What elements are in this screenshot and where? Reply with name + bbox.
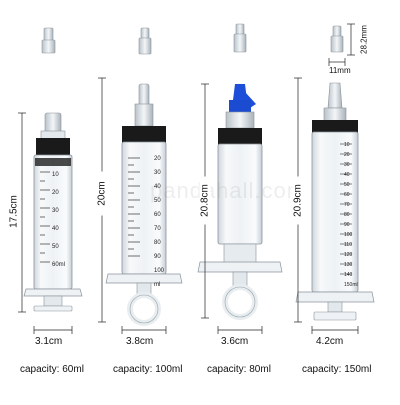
width-label-100ml: 3.8cm xyxy=(126,336,154,347)
width-label-60ml: 3.1cm xyxy=(35,336,63,347)
scale-mark: 60 xyxy=(154,212,161,218)
scale-mark: 20 xyxy=(344,152,350,158)
syringe-60ml xyxy=(23,112,83,312)
capacity-label-80ml: capacity: 80ml xyxy=(207,364,271,375)
scale-mark: 40 xyxy=(52,226,59,232)
scale-mark: 90 xyxy=(344,222,350,228)
scale-mark: 30 xyxy=(344,162,350,168)
watermark: pandahall.com xyxy=(150,178,307,203)
nozzle-cap-3 xyxy=(233,23,247,53)
scale-mark: 80 xyxy=(344,212,350,218)
scale-60ml: 10 20 30 40 50 60ml xyxy=(52,166,65,274)
scale-mark: 150ml xyxy=(344,282,358,288)
syringe-150ml xyxy=(295,82,375,321)
height-label-150ml: 20.9cm xyxy=(292,176,304,225)
scale-mark: 80 xyxy=(154,240,161,246)
scale-mark: 60 xyxy=(344,192,350,198)
scale-150ml: 10 20 30 40 50 60 70 80 90 100 110 120 1… xyxy=(344,140,358,290)
scale-mark: 110 xyxy=(344,242,352,248)
scale-mark: 130 xyxy=(344,262,353,268)
scale-mark: 20 xyxy=(52,190,59,196)
scale-mark: 70 xyxy=(344,202,350,208)
scale-mark: 20 xyxy=(154,156,161,162)
width-label-150ml: 4.2cm xyxy=(316,336,344,347)
height-label-80ml: 20.8cm xyxy=(199,176,211,225)
syringe-100ml xyxy=(105,83,183,326)
nozzle-cap-4 xyxy=(330,25,344,53)
width-label-80ml: 3.6cm xyxy=(221,336,249,347)
scale-mark: 30 xyxy=(52,208,59,214)
nozzle-cap-1 xyxy=(41,27,56,54)
nozzle-height-label: 28.2mm xyxy=(359,25,369,54)
nozzle-dimension-lines xyxy=(328,23,355,66)
scale-mark: 30 xyxy=(154,170,161,176)
height-label-60ml: 17.5cm xyxy=(8,191,20,232)
nozzle-cap-2 xyxy=(138,27,152,55)
capacity-label-100ml: capacity: 100ml xyxy=(113,364,183,375)
scale-mark: 60ml xyxy=(52,262,66,268)
scale-mark: 90 xyxy=(154,254,161,260)
nozzle-width-label: 11mm xyxy=(329,66,351,75)
scale-mark: 40 xyxy=(344,172,350,178)
width-dimension-lines xyxy=(33,326,359,334)
scale-mark: 40 xyxy=(154,184,161,190)
capacity-label-60ml: capacity: 60ml xyxy=(20,364,84,375)
scale-mark: 50 xyxy=(154,198,161,204)
syringe-80ml xyxy=(197,84,283,320)
scale-mark: 100 xyxy=(344,232,353,238)
scale-mark: 10 xyxy=(344,142,350,148)
height-label-100ml: 20cm xyxy=(96,171,108,216)
scale-mark: 50 xyxy=(344,182,350,188)
scale-100ml: 20 30 40 50 60 70 80 90 100 ml xyxy=(154,152,164,292)
scale-mark: 100 xyxy=(154,268,165,274)
scale-mark: ml xyxy=(154,282,161,288)
scale-mark: 140 xyxy=(344,272,353,278)
scale-mark: 50 xyxy=(52,244,59,250)
scale-mark: 10 xyxy=(52,172,59,178)
scale-mark: 120 xyxy=(344,252,353,258)
capacity-label-150ml: capacity: 150ml xyxy=(302,364,372,375)
scale-mark: 70 xyxy=(154,226,161,232)
